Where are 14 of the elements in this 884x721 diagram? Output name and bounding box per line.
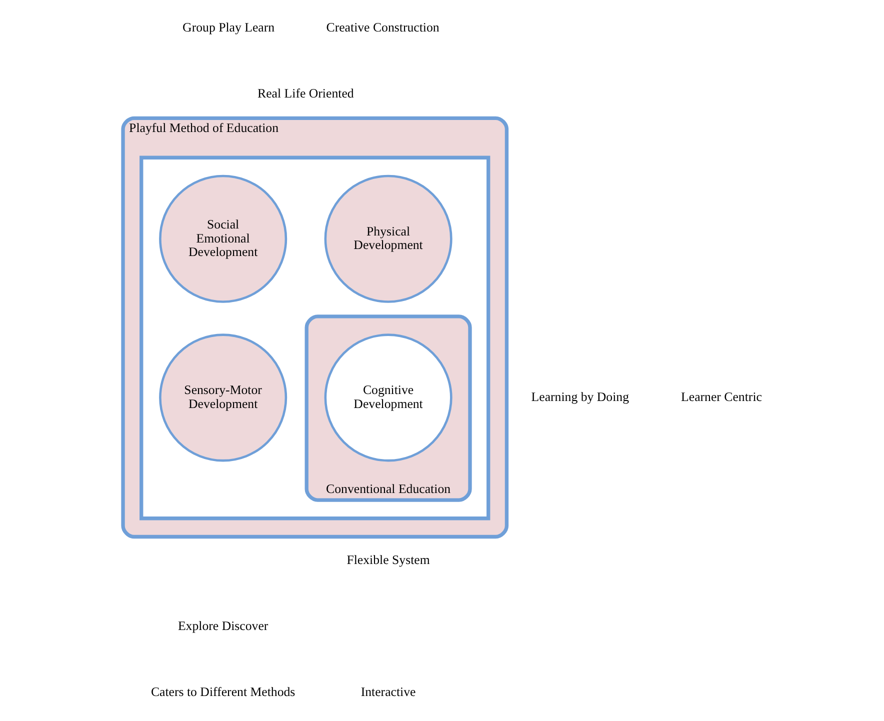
node-circle: Social Emotional Development	[159, 174, 288, 303]
label: Learner Centric	[681, 390, 762, 404]
node-circle: Cognitive Development	[324, 334, 452, 462]
label: Caters to Different Methods	[150, 685, 296, 700]
label: Explore Discover	[178, 619, 268, 634]
label: Flexible System	[346, 553, 430, 568]
label: Real Life Oriented	[258, 86, 354, 101]
label: Interactive	[360, 685, 416, 700]
cluster	[140, 156, 490, 520]
node-circle: Sensory-Motor Development	[159, 334, 288, 462]
node-circle: Physical Development	[324, 174, 452, 303]
label: Creative Construction	[326, 20, 440, 35]
label: Group Play Learn	[182, 20, 275, 35]
label: Learning by Doing	[531, 390, 630, 404]
